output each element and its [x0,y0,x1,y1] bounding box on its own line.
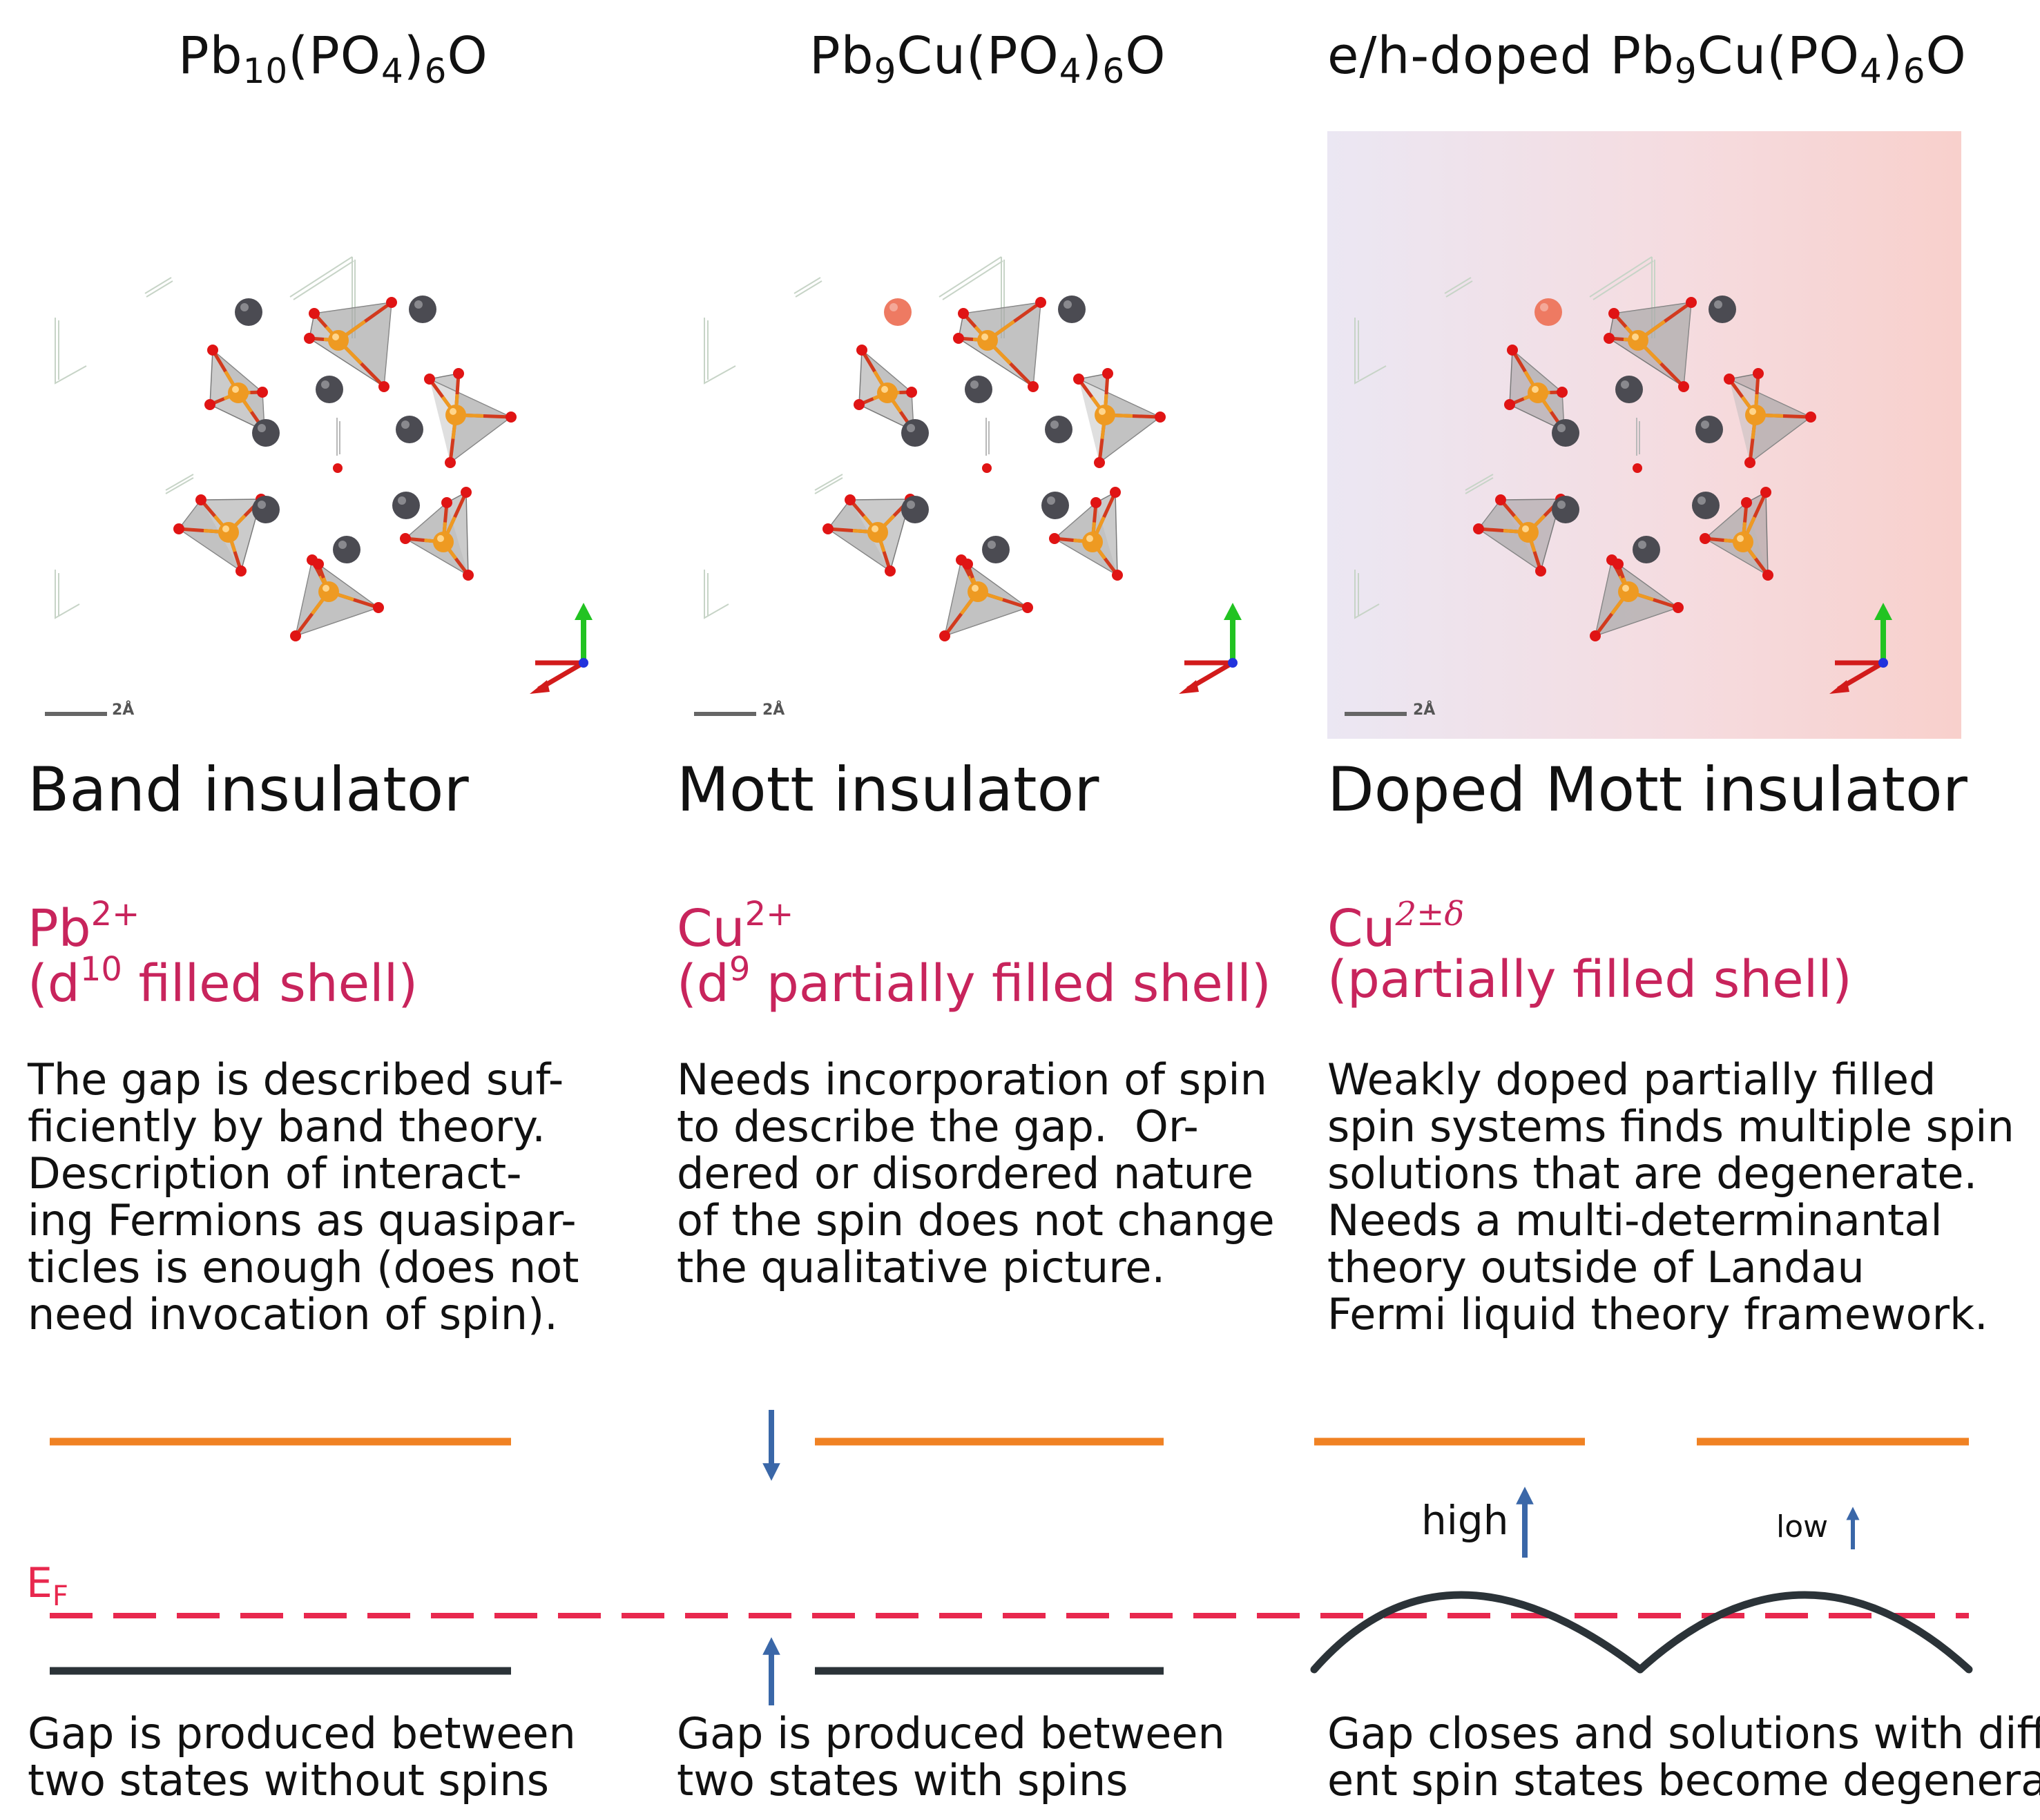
title-mott-insulator: Mott insulator [677,754,1099,825]
spin-label-high: high [1421,1497,1509,1544]
caption-band: Gap is produced between two states witho… [28,1708,576,1806]
ion-cu-doped: Cu2±δ [1327,895,1465,958]
scale-bar-label: 2Å [1413,701,1436,719]
energy-level-diagram [50,1410,1973,1705]
formula-doped: e/h-doped Pb9Cu(PO4)6O [1327,26,1967,91]
scale-bar-label: 2Å [762,701,785,719]
fermi-level-label: EF [26,1559,68,1612]
formula-pb9cu: Pb9Cu(PO4)6O [809,26,1166,91]
shell-partial: (partially filled shell) [1327,950,1852,1009]
shell-d9: (d9 partially filled shell) [677,950,1271,1014]
molecule-pb10 [45,256,593,716]
ion-pb: Pb2+ [28,895,140,958]
description-band: The gap is described suf- ficiently by b… [28,1054,579,1339]
title-doped-mott-insulator: Doped Mott insulator [1327,754,1967,825]
doped-gradient-background [1327,131,1961,739]
formula-pb10: Pb10(PO4)6O [178,26,488,91]
molecule-pb9cu [694,256,1242,716]
spin-label-low: low [1776,1509,1829,1545]
caption-mott: Gap is produced between two states with … [677,1708,1225,1806]
shell-d10: (d10 filled shell) [28,950,418,1014]
molecule-doped [1345,256,1892,716]
caption-doped: Gap closes and solutions with differ- en… [1327,1708,2040,1806]
description-doped: Weakly doped partially filled spin syste… [1327,1054,2014,1339]
description-mott: Needs incorporation of spin to describe … [677,1054,1275,1293]
scale-bar-label: 2Å [112,701,135,719]
degenerate-solution-arc [1310,1591,1644,1674]
title-band-insulator: Band insulator [28,754,469,825]
degenerate-solution-arc [1636,1591,1973,1674]
ion-cu: Cu2+ [677,895,794,958]
